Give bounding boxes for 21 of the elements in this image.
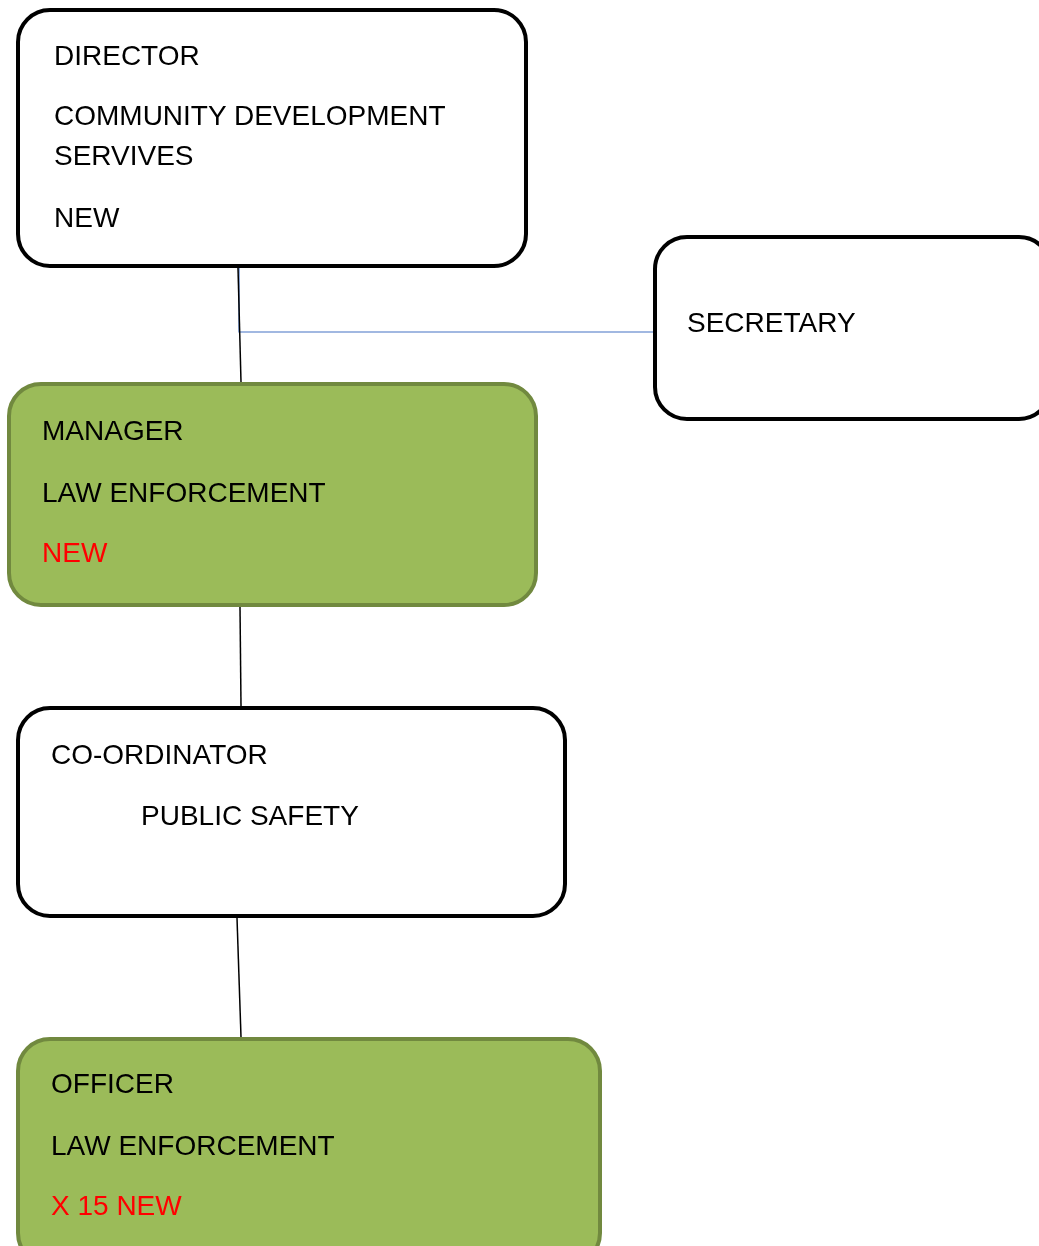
role-text: NEW <box>54 201 120 235</box>
role-text: CO-ORDINATOR <box>51 738 268 772</box>
role-text: COMMUNITY DEVELOPMENT SERVIVES <box>54 99 446 173</box>
connector-line <box>237 267 242 383</box>
role-text: LAW ENFORCEMENT <box>51 1129 335 1163</box>
role-box <box>16 8 528 268</box>
role-text: LAW ENFORCEMENT <box>42 476 326 510</box>
connector-line <box>238 267 654 333</box>
connector-line <box>236 917 242 1038</box>
role-text: X 15 NEW <box>51 1189 182 1223</box>
role-text: SECRETARY <box>687 306 856 340</box>
role-box <box>16 706 567 918</box>
highlighted-role-box <box>7 382 538 607</box>
connector-line <box>239 606 242 707</box>
role-text: PUBLIC SAFETY <box>141 799 359 833</box>
role-text: MANAGER <box>42 414 184 448</box>
role-box <box>653 235 1039 421</box>
role-text: DIRECTOR <box>54 39 200 73</box>
role-text: NEW <box>42 536 108 570</box>
highlighted-role-box <box>16 1037 602 1246</box>
role-text: OFFICER <box>51 1067 174 1101</box>
